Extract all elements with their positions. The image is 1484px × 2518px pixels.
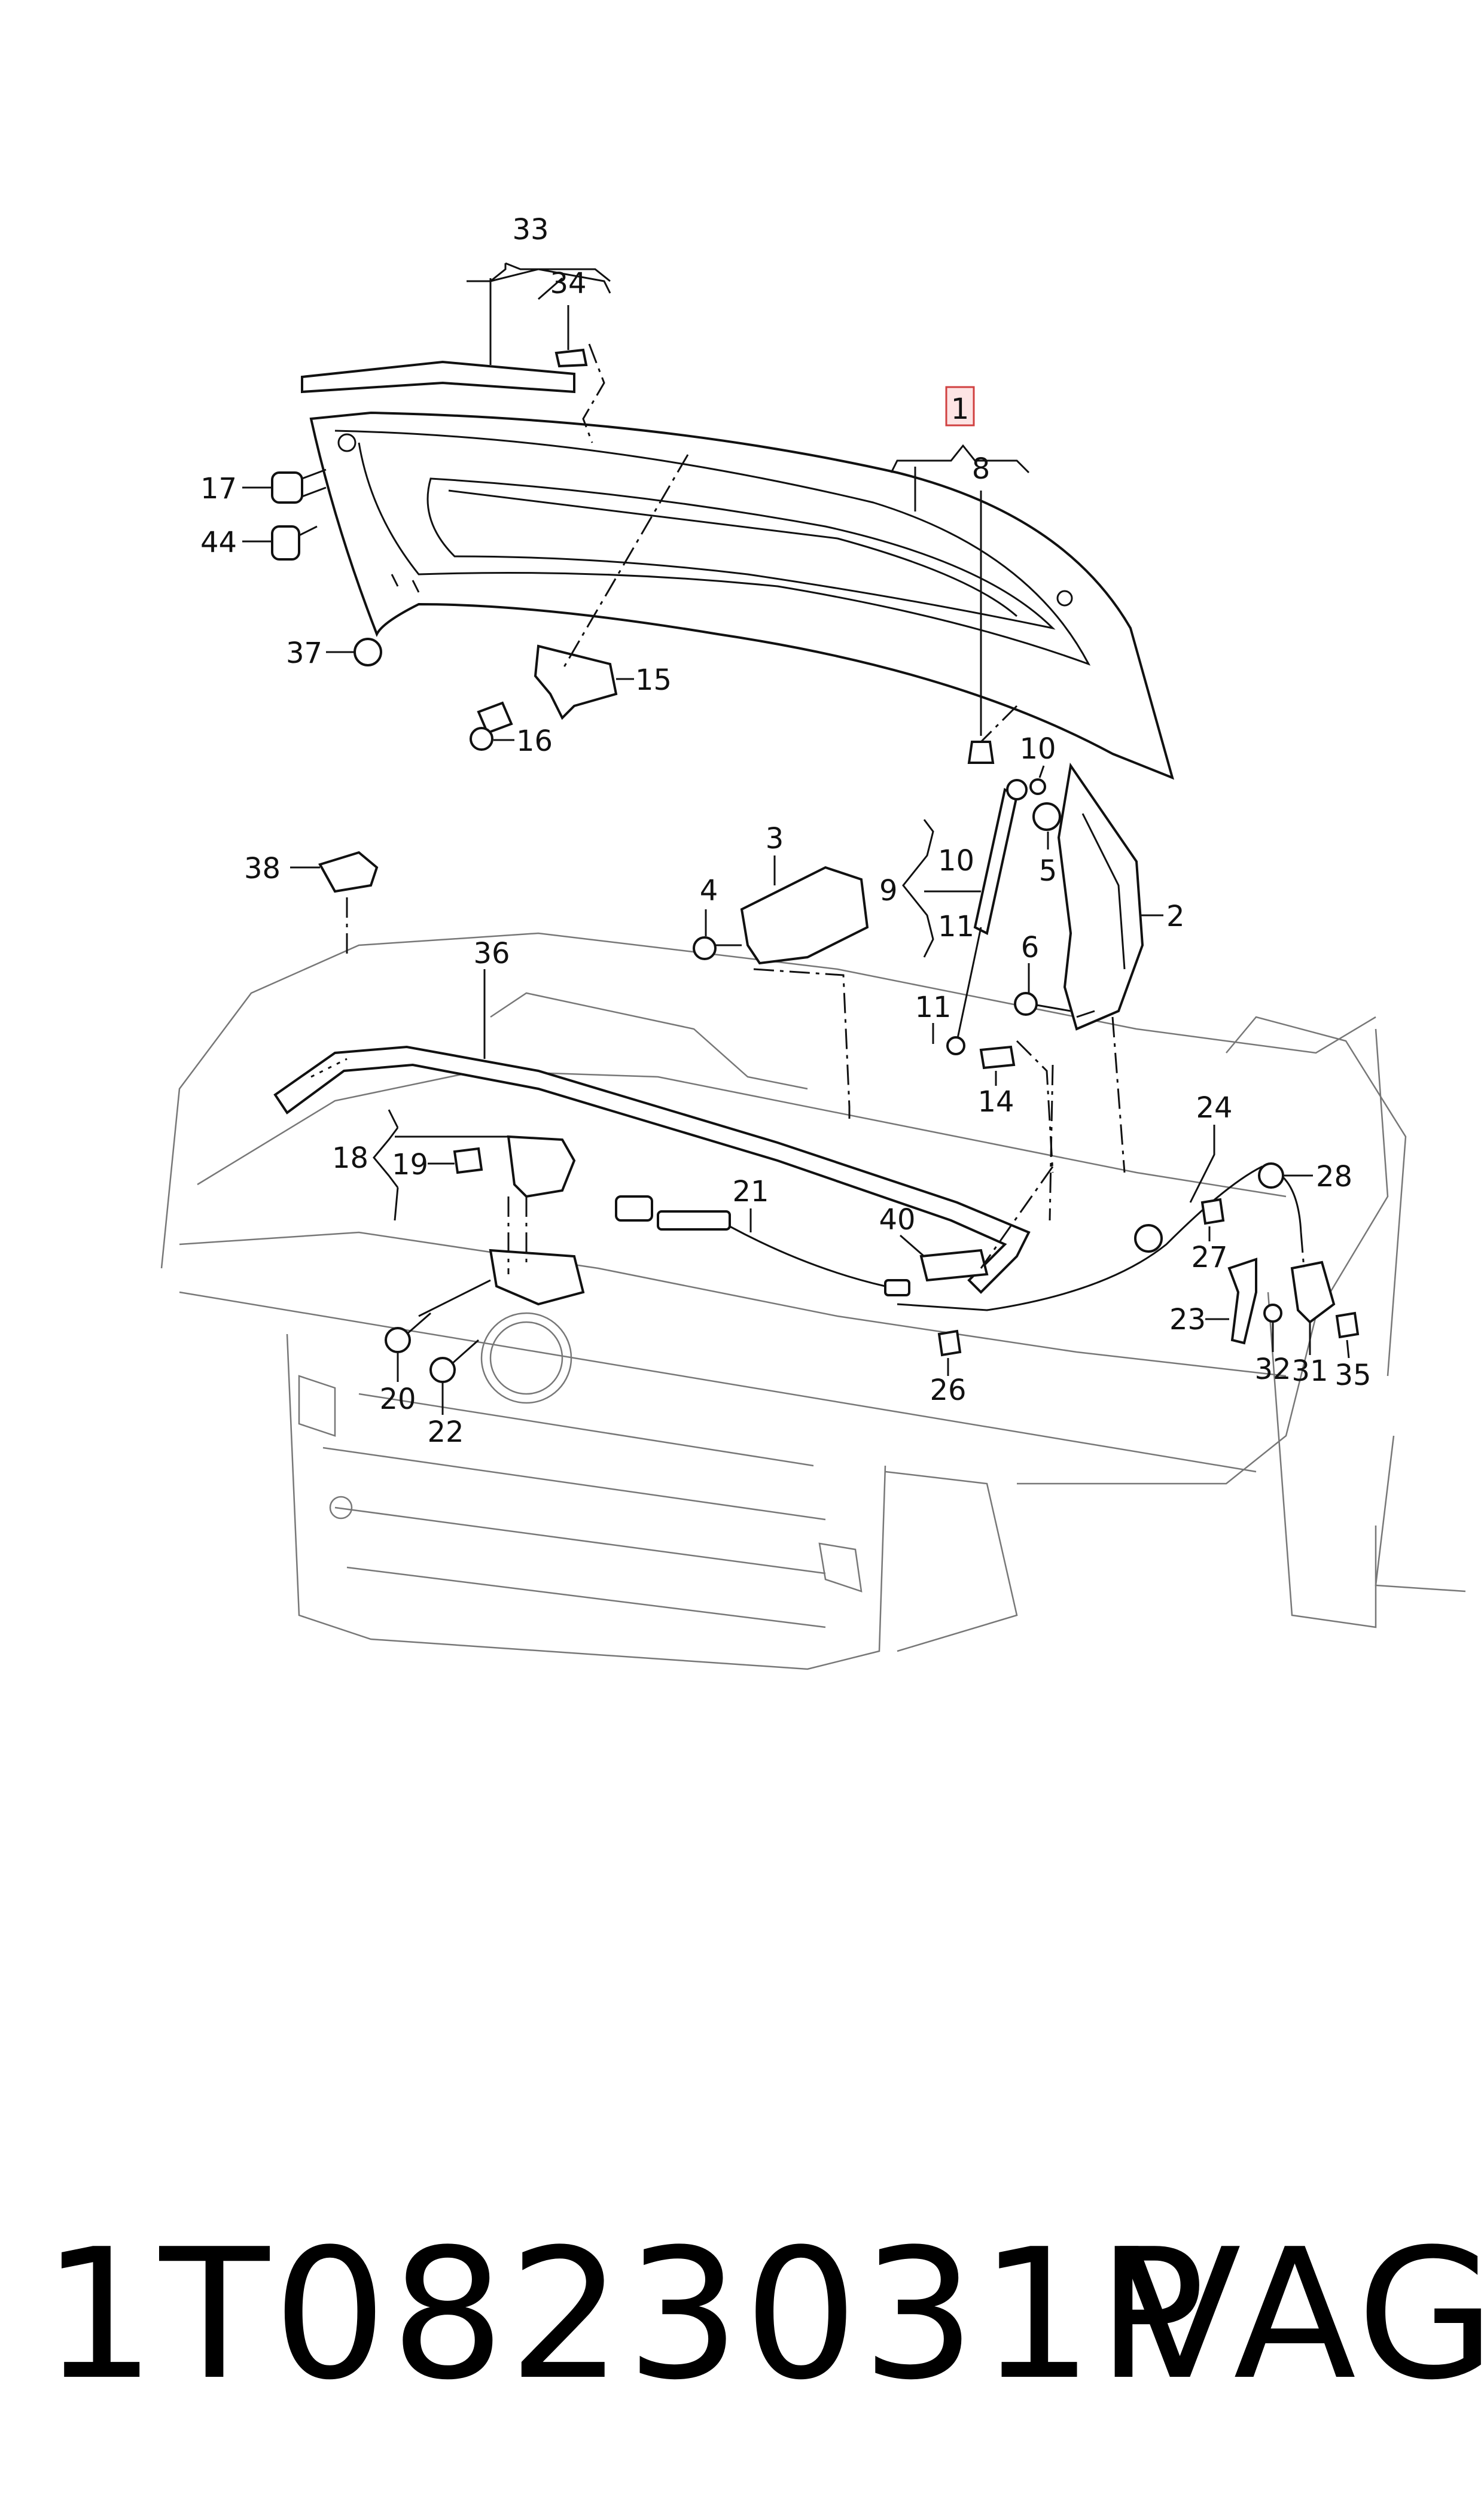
nut-5 — [1032, 802, 1061, 831]
callout-11b: 11 — [938, 910, 974, 943]
plug-38 — [354, 638, 382, 666]
clip-37 — [318, 851, 379, 893]
callout-31: 31 — [1291, 1354, 1328, 1388]
callout-11: 11 — [915, 991, 951, 1024]
brand-label: VAG — [1119, 2211, 1484, 2419]
seal-strip-36 — [273, 1045, 1031, 1294]
callout-32: 32 — [1254, 1353, 1291, 1386]
callout-1-highlight — [945, 386, 975, 427]
screw-32 — [1263, 1304, 1282, 1323]
gas-strut-9 — [946, 779, 1028, 1055]
latch-18 — [507, 1135, 576, 1198]
footer: 1T0823031P VAG — [0, 2225, 1484, 2405]
bonnet-panel — [309, 411, 1175, 780]
bolt-21 — [429, 1339, 479, 1383]
callout-10: 10 — [1019, 732, 1056, 766]
bump-stop-17 — [271, 468, 327, 504]
callout-3: 3 — [766, 822, 784, 855]
callout-19: 19 — [392, 1148, 428, 1182]
bolt-4 — [693, 936, 742, 960]
callout-37: 38 — [244, 852, 281, 885]
callout-35: 34 — [550, 267, 586, 300]
callout-10b: 10 — [938, 844, 974, 878]
callout-labels: 33 34 1 8 17 44 37 15 16 10 5 3 4 10 9 1… — [200, 213, 1372, 1449]
release-cable-22 — [615, 1165, 1302, 1311]
callout-24: 24 — [1196, 1091, 1232, 1125]
callout-36: 36 — [473, 937, 510, 970]
bolt-20 — [385, 1312, 431, 1353]
callout-33: 35 — [1334, 1359, 1371, 1392]
ball-stud-14 — [979, 1045, 1016, 1070]
callout-5: 5 — [1039, 854, 1058, 888]
callout-44: 44 — [200, 526, 237, 559]
release-handle-23 — [1227, 1258, 1257, 1345]
callout-1: 1 — [951, 392, 970, 426]
part-number: 1T0823031P — [42, 2211, 1209, 2419]
bracket-3 — [740, 866, 869, 965]
callout-23: 23 — [1169, 1303, 1206, 1336]
callout-17: 17 — [200, 472, 237, 506]
callout-8: 8 — [972, 452, 991, 486]
leader-lines — [242, 262, 1350, 1415]
callout-34: 33 — [512, 213, 548, 246]
callout-38: 37 — [286, 637, 322, 670]
ball-stud-8 — [967, 741, 995, 764]
assembly-lines — [346, 343, 1305, 1274]
clip-27 — [1200, 1198, 1225, 1225]
bolt-16 — [470, 701, 513, 751]
callout-15: 15 — [635, 663, 672, 697]
callout-26: 26 — [930, 1374, 966, 1407]
guide-40 — [919, 1249, 989, 1282]
callout-21: 22 — [427, 1415, 464, 1449]
parts-diagram: 33 34 1 8 17 44 37 15 16 10 5 3 4 10 9 1… — [160, 213, 1466, 1670]
clip-33 — [1335, 1311, 1360, 1339]
handle-bracket-31 — [1290, 1260, 1336, 1324]
latch-carrier — [489, 1249, 585, 1306]
callout-20: 20 — [379, 1383, 416, 1416]
callout-14: 14 — [977, 1085, 1014, 1119]
callout-16: 16 — [516, 724, 553, 758]
callout-28: 28 — [1316, 1160, 1352, 1193]
sensor-19 — [453, 1147, 483, 1174]
engine-bay-outline — [160, 932, 1466, 1670]
callout-18: 18 — [332, 1141, 368, 1175]
hinge-2 — [1057, 762, 1144, 1031]
clip-35 — [554, 348, 588, 368]
callout-6: 6 — [1021, 931, 1040, 964]
callout-4: 4 — [700, 874, 718, 908]
bump-stop-44 — [271, 525, 318, 561]
lock-plate-15 — [534, 644, 618, 720]
callout-40: 40 — [879, 1203, 915, 1237]
callout-9: 9 — [879, 874, 898, 908]
callout-22: 21 — [732, 1175, 769, 1208]
clip-26 — [937, 1329, 962, 1357]
callout-27: 27 — [1191, 1241, 1227, 1274]
seal-strip-34 — [301, 268, 611, 394]
grommet-28 — [1258, 1162, 1284, 1189]
clip-10 — [1029, 778, 1046, 795]
callout-2: 2 — [1166, 900, 1185, 933]
bolt-6 — [1014, 992, 1071, 1016]
